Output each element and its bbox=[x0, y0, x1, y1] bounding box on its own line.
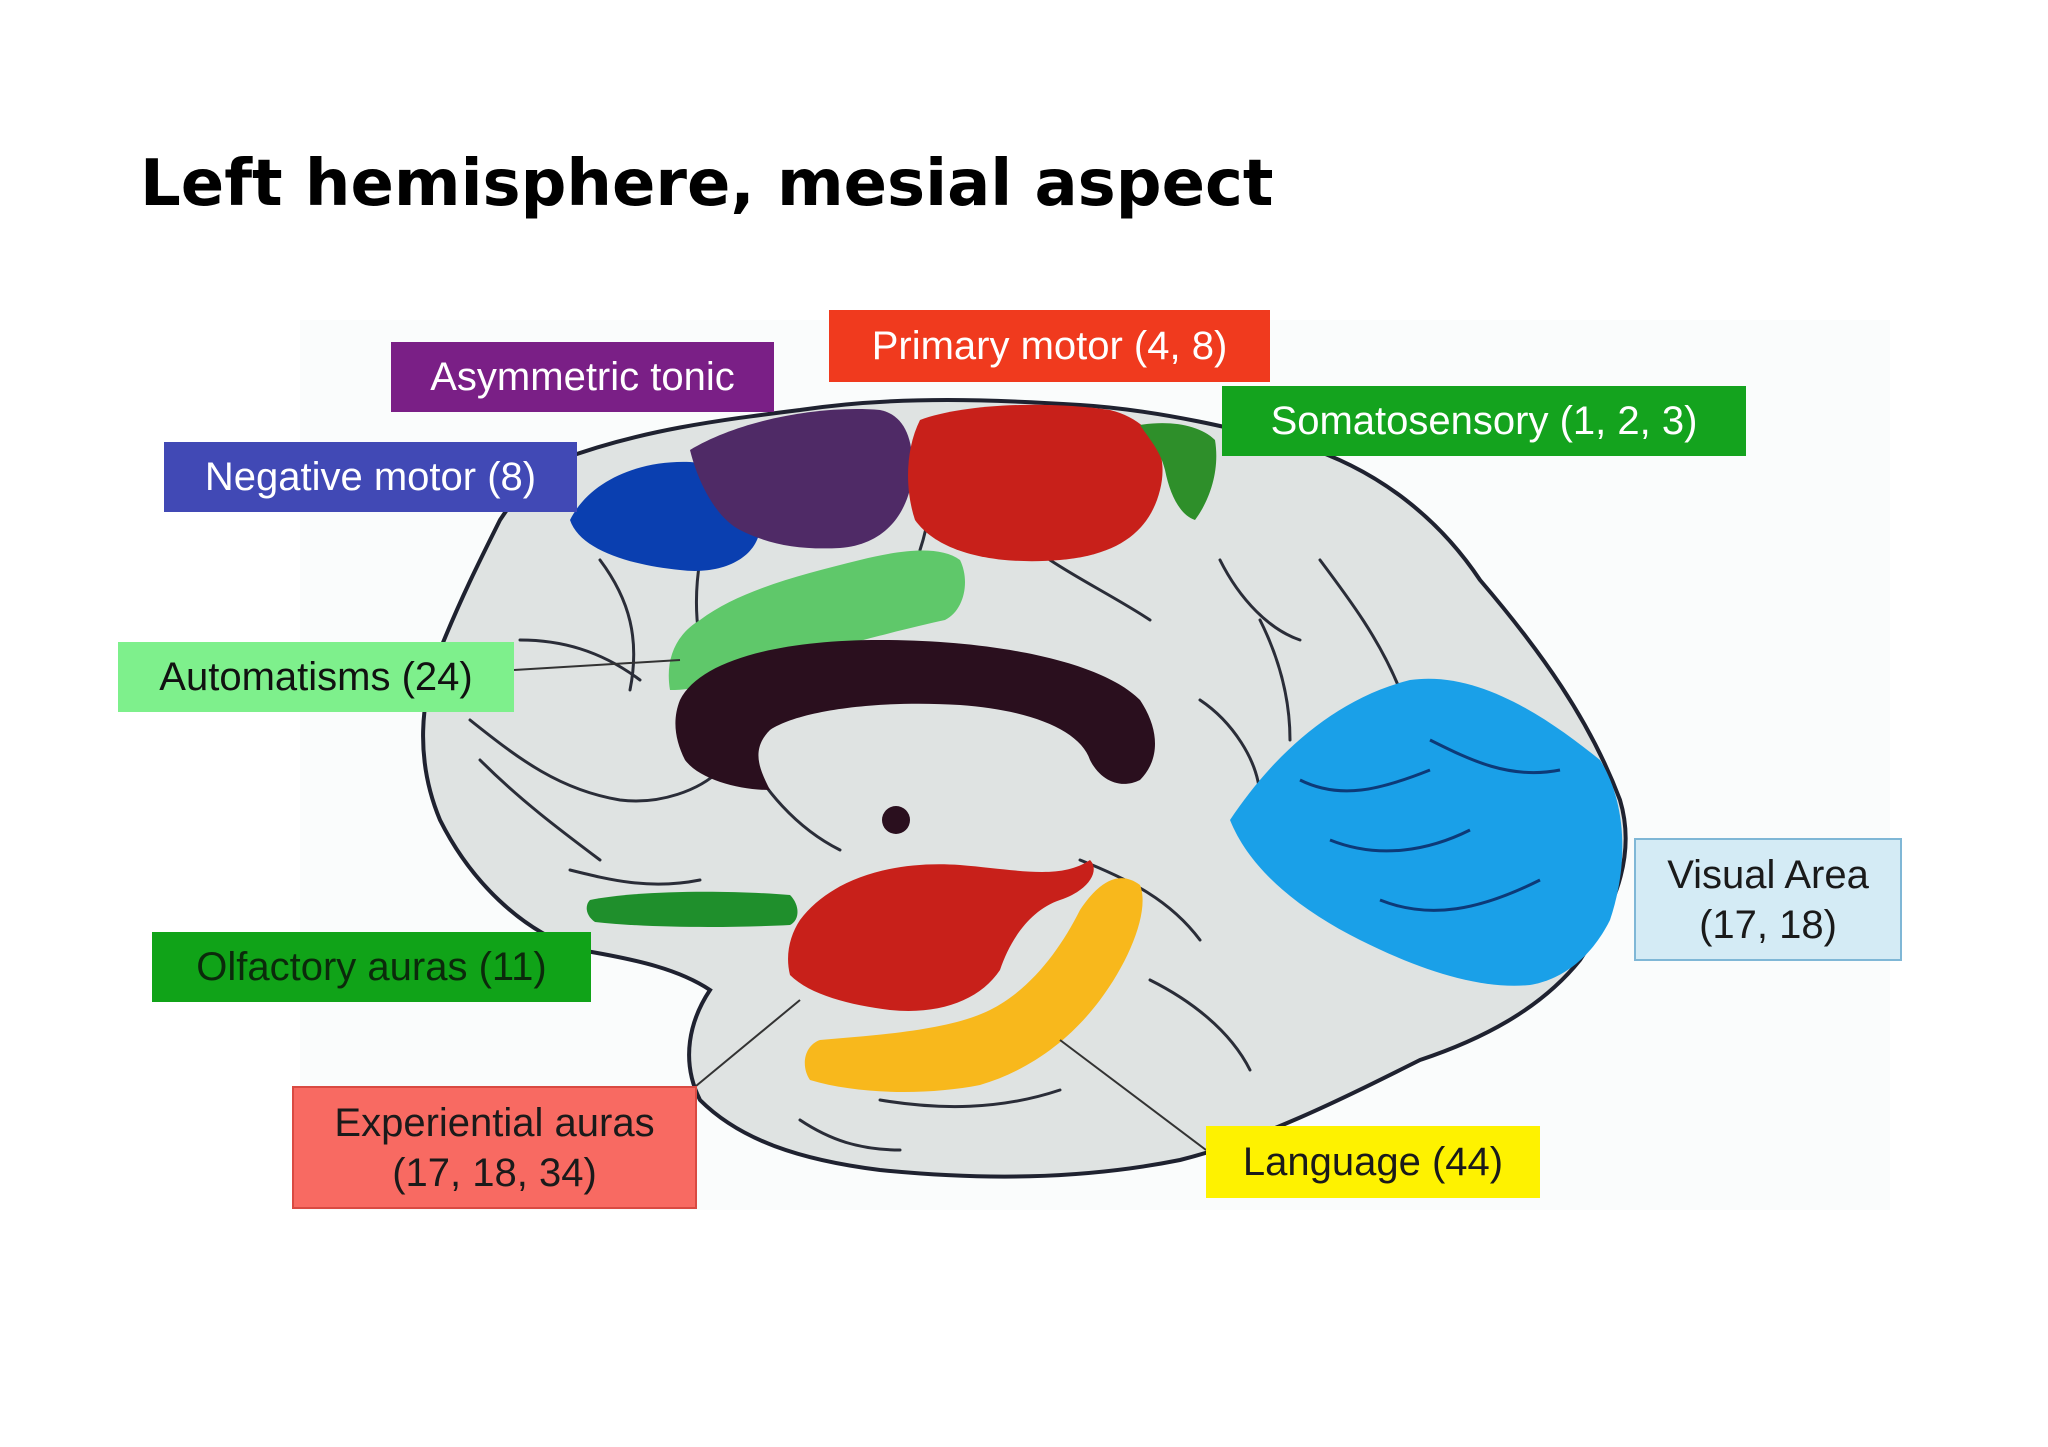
label-visual-area: Visual Area (17, 18) bbox=[1634, 838, 1902, 961]
label-experiential-auras: Experiential auras (17, 18, 34) bbox=[292, 1086, 697, 1209]
visual-sulci bbox=[1299, 738, 1561, 912]
label-primary-motor: Primary motor (4, 8) bbox=[829, 310, 1270, 382]
label-somatosensory: Somatosensory (1, 2, 3) bbox=[1222, 386, 1746, 456]
slide-title: Left hemisphere, mesial aspect bbox=[140, 147, 1274, 221]
label-asymmetric-tonic: Asymmetric tonic bbox=[391, 342, 774, 412]
visual-area-region bbox=[1230, 678, 1623, 986]
experiential-region bbox=[788, 860, 1094, 1011]
somatosensory-region bbox=[1140, 423, 1217, 520]
olfactory-region bbox=[586, 891, 798, 927]
corpus-callosum bbox=[675, 640, 1155, 790]
automatisms-region bbox=[668, 550, 965, 690]
label-automatisms: Automatisms (24) bbox=[118, 642, 514, 712]
asymmetric-tonic-region bbox=[690, 409, 913, 549]
label-negative-motor-text: Negative motor (8) bbox=[204, 455, 537, 499]
label-somatosensory-text: Somatosensory (1, 2, 3) bbox=[1270, 399, 1698, 443]
primary-motor-region bbox=[908, 404, 1163, 562]
sulci bbox=[468, 418, 1402, 1152]
label-automatisms-text: Automatisms (24) bbox=[159, 655, 473, 699]
label-olfactory-auras-text: Olfactory auras (11) bbox=[196, 945, 547, 989]
leader-lines bbox=[513, 659, 1207, 1151]
brain-outline bbox=[421, 398, 1628, 1179]
label-experiential-auras-line2: (17, 18, 34) bbox=[392, 1150, 597, 1195]
label-visual-area-line1: Visual Area bbox=[1667, 852, 1869, 897]
label-visual-area-line2: (17, 18) bbox=[1699, 902, 1837, 947]
label-language: Language (44) bbox=[1206, 1126, 1540, 1198]
small-structure bbox=[882, 806, 910, 834]
label-language-text: Language (44) bbox=[1242, 1140, 1504, 1184]
label-experiential-auras-line1: Experiential auras bbox=[334, 1100, 655, 1145]
label-olfactory-auras: Olfactory auras (11) bbox=[152, 932, 591, 1002]
label-asymmetric-tonic-text: Asymmetric tonic bbox=[430, 355, 735, 399]
language-region bbox=[804, 878, 1143, 1092]
label-negative-motor: Negative motor (8) bbox=[164, 442, 577, 512]
label-primary-motor-text: Primary motor (4, 8) bbox=[871, 324, 1228, 368]
